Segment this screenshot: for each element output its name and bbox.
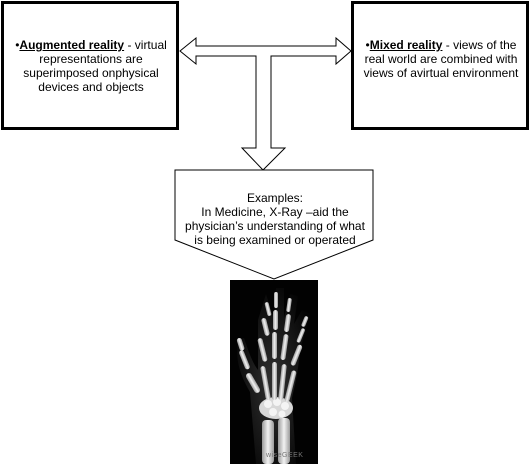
examples-line-2: physician’s understanding of what — [185, 219, 365, 233]
examples-line-1: In Medicine, X-Ray –aid the — [201, 205, 349, 219]
examples-callout-text: Examples: In Medicine, X-Ray –aid the ph… — [180, 191, 370, 247]
augmented-reality-box: •Augmented reality - virtual representat… — [1, 1, 179, 130]
image-watermark: wiseGEEK — [266, 452, 304, 459]
mixed-reality-box: •Mixed reality - views of the real world… — [351, 1, 529, 130]
examples-line-3: is being examined or operated — [194, 233, 356, 247]
hand-xray-image: wiseGEEK — [230, 280, 318, 464]
t-arrow — [179, 36, 352, 171]
mixed-reality-text: - views of the real world are combined w… — [363, 38, 519, 80]
bullet: • — [15, 38, 20, 52]
mixed-reality-description: •Mixed reality - views of the real world… — [360, 38, 522, 80]
augmented-reality-term: Augmented reality — [19, 38, 125, 52]
mixed-reality-term: Mixed reality — [369, 38, 443, 52]
bullet: • — [365, 38, 370, 52]
examples-callout-shape — [174, 169, 374, 280]
examples-heading: Examples: — [246, 191, 304, 205]
augmented-reality-description: •Augmented reality - virtual representat… — [10, 38, 172, 94]
hand-xray-drawing — [236, 288, 310, 464]
augmented-reality-text: - virtual representations are superimpos… — [23, 38, 167, 94]
